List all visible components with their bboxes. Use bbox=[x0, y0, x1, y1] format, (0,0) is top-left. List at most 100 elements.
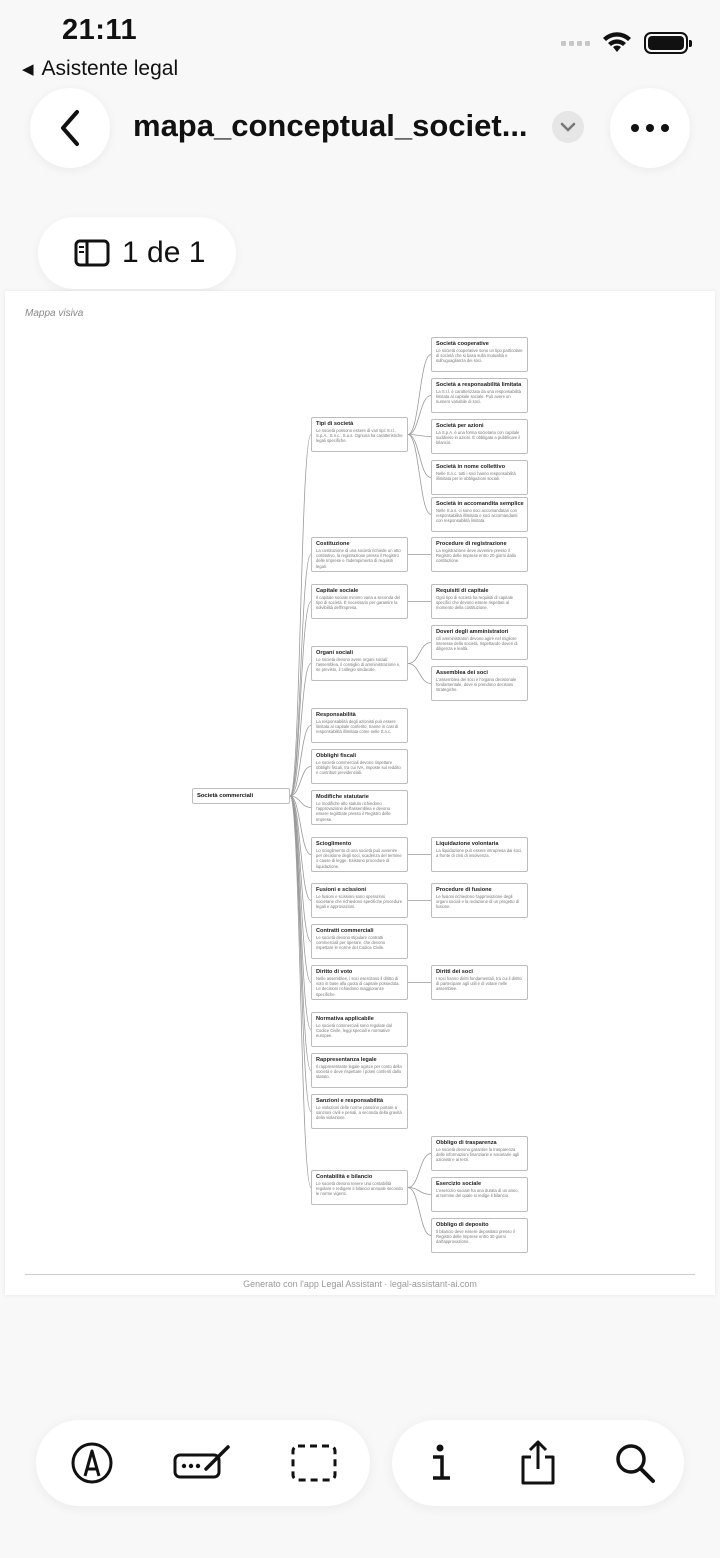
branch-node-title: Diritto di voto bbox=[316, 969, 353, 975]
branch-node-description: Le modifiche allo statuto richiedono l'a… bbox=[316, 801, 391, 822]
page-indicator-button[interactable]: 1 de 1 bbox=[38, 217, 236, 289]
actions-toolbar bbox=[392, 1420, 684, 1506]
connector-line bbox=[289, 434, 312, 797]
markup-button[interactable] bbox=[52, 1423, 132, 1503]
connector-line bbox=[289, 663, 312, 797]
pen-tip-icon bbox=[71, 1442, 113, 1484]
connector-line bbox=[289, 601, 312, 797]
signature-button[interactable] bbox=[163, 1423, 243, 1503]
branch-node-description: Lo scioglimento di una società può avven… bbox=[316, 848, 402, 869]
connector-line bbox=[407, 1153, 432, 1188]
connector-line bbox=[407, 642, 432, 664]
connector-line bbox=[289, 554, 312, 797]
branch-node-title: Modifiche statutarie bbox=[316, 794, 369, 800]
branch-node-description: La responsabilità degli azionisti può es… bbox=[316, 719, 399, 735]
connector-line bbox=[407, 354, 432, 435]
back-to-app-link[interactable]: ◀ Asistente legal bbox=[22, 57, 178, 81]
leaf-node-description: La S.r.l. è caratterizzata da una respon… bbox=[436, 389, 521, 405]
branch-node-title: Tipi di società bbox=[316, 421, 354, 427]
leaf-node-description: Gli amministratori devono agire nel migl… bbox=[436, 636, 518, 652]
leaf-node-title: Società a responsabilità limitata bbox=[436, 382, 522, 388]
branch-node-description: Nelle assemblee, i soci esercitano il di… bbox=[316, 976, 400, 997]
document-title[interactable]: mapa_conceptual_societ... bbox=[133, 108, 528, 143]
ellipsis-icon bbox=[631, 124, 669, 132]
connector-line bbox=[407, 1187, 432, 1195]
share-icon bbox=[521, 1440, 555, 1485]
leaf-node-description: Nelle S.a.s. ci sono soci accomandatari … bbox=[436, 508, 518, 524]
branch-node-title: Costituzione bbox=[316, 541, 350, 547]
more-button[interactable] bbox=[610, 88, 690, 168]
info-button[interactable] bbox=[401, 1423, 481, 1503]
leaf-node-description: Nelle S.n.c. tutti i soci hanno responsa… bbox=[436, 471, 516, 482]
document-footer: Generato con l'app Legal Assistant · leg… bbox=[243, 1279, 477, 1289]
leaf-node-description: Le società cooperative sono un tipo part… bbox=[436, 348, 523, 364]
branch-node-description: Le società devono stipulare contratti co… bbox=[316, 935, 386, 951]
battery-icon bbox=[644, 32, 692, 54]
title-menu-button[interactable] bbox=[552, 111, 584, 143]
leaf-node-title: Società in accomandita semplice bbox=[436, 501, 524, 507]
connector-line bbox=[407, 434, 432, 437]
leaf-node-title: Doveri degli amministratori bbox=[436, 629, 509, 635]
leaf-node-title: Società in nome collettivo bbox=[436, 464, 506, 470]
signature-icon bbox=[173, 1445, 230, 1479]
share-button[interactable] bbox=[498, 1423, 578, 1503]
leaf-node-description: Le società devono garantire la trasparen… bbox=[436, 1147, 520, 1163]
mind-map-connectors bbox=[289, 354, 432, 1236]
leaf-node-description: I soci hanno diritti fondamentali, tra c… bbox=[436, 976, 522, 992]
leaf-node-title: Società cooperative bbox=[436, 341, 489, 347]
cellular-signal-icon bbox=[561, 40, 590, 46]
leaf-node-title: Procedure di registrazione bbox=[436, 541, 507, 547]
footer-divider bbox=[25, 1274, 695, 1275]
document-page[interactable]: Mappa visiva Società commerciali Tipi di… bbox=[5, 291, 715, 1295]
back-button[interactable] bbox=[30, 88, 110, 168]
sidebar-icon bbox=[74, 239, 110, 267]
selection-button[interactable] bbox=[274, 1423, 354, 1503]
info-icon bbox=[432, 1444, 450, 1480]
leaf-node-title: Liquidazione volontaria bbox=[436, 841, 499, 847]
leaf-node-title: Società per azioni bbox=[436, 423, 484, 429]
connector-line bbox=[289, 795, 312, 855]
branch-node-description: Le violazioni delle norme possono portar… bbox=[316, 1105, 402, 1121]
connector-line bbox=[407, 434, 432, 515]
connector-line bbox=[407, 1187, 432, 1236]
connector-line bbox=[289, 725, 312, 797]
leaf-node-description: Ogni tipo di società ha requisiti di cap… bbox=[436, 595, 514, 611]
branch-node-description: Le società commerciali devono rispettare… bbox=[316, 760, 401, 776]
leaf-node-description: L'esercizio sociale ha una durata di un … bbox=[436, 1188, 519, 1199]
connector-line bbox=[407, 663, 432, 684]
branch-node-description: La costituzione di una società richiede … bbox=[316, 548, 401, 569]
leaf-node-description: La liquidazione può essere intrapresa da… bbox=[436, 848, 523, 859]
branch-node-title: Contabilità e bilancio bbox=[316, 1174, 373, 1180]
branch-node-description: Le società devono avere organi sociali: … bbox=[316, 657, 401, 673]
status-icons bbox=[561, 32, 692, 54]
branch-node-title: Organi sociali bbox=[316, 650, 353, 656]
back-triangle-icon: ◀ bbox=[22, 61, 34, 78]
search-button[interactable] bbox=[595, 1423, 675, 1503]
leaf-node-description: La registrazione deve avvenire presso il… bbox=[436, 548, 516, 564]
branch-node-description: Le fusioni e scissioni sono operazioni s… bbox=[316, 894, 403, 910]
leaf-node-title: Procedure di fusione bbox=[436, 887, 492, 893]
status-time: 21:11 bbox=[62, 14, 138, 46]
